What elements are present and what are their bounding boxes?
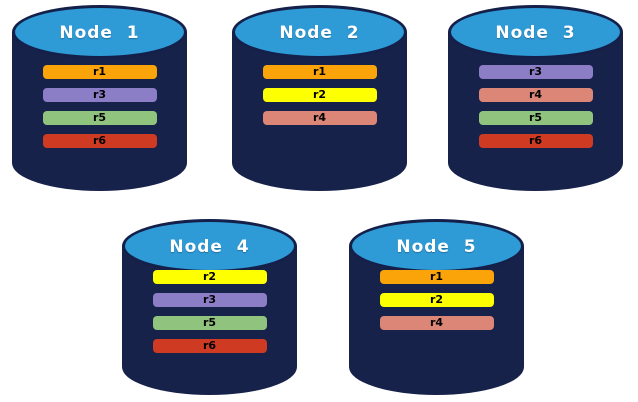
replica-bar: r1 [379, 270, 494, 284]
cylinder-top-ellipse: Node 1 [12, 5, 187, 59]
cylinder-top-ellipse: Node 2 [232, 5, 407, 59]
cylinder-top-ellipse: Node 5 [349, 219, 524, 273]
replica-list: r1 r2 r4 [232, 65, 407, 125]
database-node: Node 4 r2 r3 r5 r6 [122, 219, 297, 395]
replica-bar: r3 [478, 65, 593, 79]
replica-bar: r2 [152, 270, 267, 284]
database-node: Node 5 r1 r2 r4 [349, 219, 524, 395]
node-title: Node 3 [495, 23, 576, 43]
replica-bar: r1 [262, 65, 377, 79]
node-title: Node 2 [279, 23, 360, 43]
replica-list: r1 r3 r5 r6 [12, 65, 187, 148]
node-title: Node 4 [169, 237, 250, 257]
replica-bar: r6 [478, 134, 593, 148]
replica-list: r2 r3 r5 r6 [122, 270, 297, 353]
cylinder-top-ellipse: Node 4 [122, 219, 297, 273]
replica-bar: r4 [379, 316, 494, 330]
replica-bar: r1 [42, 65, 157, 79]
replica-list: r3 r4 r5 r6 [448, 65, 623, 148]
replica-list: r1 r2 r4 [349, 270, 524, 330]
replica-bar: r6 [152, 339, 267, 353]
replica-bar: r5 [478, 111, 593, 125]
replica-bar: r4 [478, 88, 593, 102]
node-title: Node 1 [59, 23, 140, 43]
cylinder-top-ellipse: Node 3 [448, 5, 623, 59]
replica-bar: r6 [42, 134, 157, 148]
replica-bar: r2 [262, 88, 377, 102]
replica-bar: r4 [262, 111, 377, 125]
replica-bar: r3 [152, 293, 267, 307]
replica-bar: r2 [379, 293, 494, 307]
node-title: Node 5 [396, 237, 477, 257]
database-node: Node 2 r1 r2 r4 [232, 5, 407, 191]
database-node: Node 1 r1 r3 r5 r6 [12, 5, 187, 191]
replica-bar: r5 [152, 316, 267, 330]
database-node: Node 3 r3 r4 r5 r6 [448, 5, 623, 191]
replica-bar: r5 [42, 111, 157, 125]
replica-bar: r3 [42, 88, 157, 102]
